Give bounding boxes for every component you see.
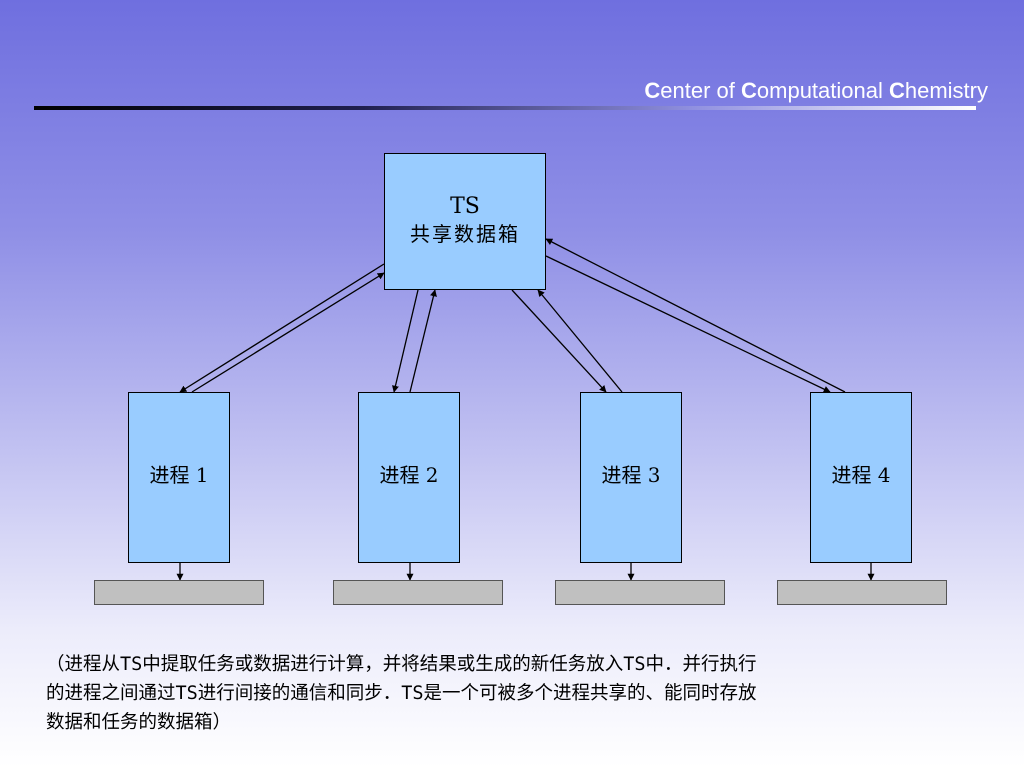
caption: （进程从TS中提取任务或数据进行计算，并将结果或生成的新任务放入TS中．并行执行…: [46, 650, 1021, 737]
ts-box-title: TS: [450, 194, 480, 219]
process-label: 进程 1: [149, 463, 209, 487]
arrow-process-4-to-ts: [545, 238, 846, 393]
arrow-process-1-to-ts: [191, 272, 385, 393]
process-label: 进程 3: [601, 463, 661, 487]
header-title: Center of Computational Chemistry: [644, 78, 988, 104]
process-box-1: 进程 1: [128, 392, 230, 563]
header-title-part: enter of: [660, 78, 741, 103]
ts-shared-box: TS 共享数据箱: [384, 153, 546, 290]
arrow-process-2-to-ts: [409, 289, 437, 393]
output-bar-4: [777, 580, 947, 605]
caption-line: 的进程之间通过TS进行间接的通信和同步．TS是一个可被多个进程共享的、能同时存放: [46, 683, 757, 704]
output-bar-1: [94, 580, 264, 605]
caption-line: 数据和任务的数据箱）: [46, 712, 232, 733]
header-title-part: omputational: [756, 78, 889, 103]
ts-box-subtitle: 共享数据箱: [410, 222, 520, 246]
arrow-ts-to-process-3: [511, 289, 607, 393]
process-label: 进程 4: [831, 463, 891, 487]
header-title-part: C: [644, 78, 661, 103]
arrow-process-3-to-ts: [537, 289, 623, 393]
output-bar-2: [333, 580, 503, 605]
header-title-part: hemistry: [904, 78, 988, 103]
process-box-4: 进程 4: [810, 392, 912, 563]
process-box-2: 进程 2: [358, 392, 460, 563]
arrow-ts-to-process-2: [392, 289, 419, 393]
process-box-3: 进程 3: [580, 392, 682, 563]
header-title-part: C: [741, 78, 757, 103]
header-title-part: C: [888, 78, 905, 103]
header-rule: [34, 106, 976, 110]
arrow-ts-to-process-4: [545, 255, 831, 393]
process-label: 进程 2: [379, 463, 439, 487]
output-bar-3: [555, 580, 725, 605]
arrow-ts-to-process-1: [179, 263, 385, 393]
caption-line: （进程从TS中提取任务或数据进行计算，并将结果或生成的新任务放入TS中．并行执行: [46, 654, 757, 675]
